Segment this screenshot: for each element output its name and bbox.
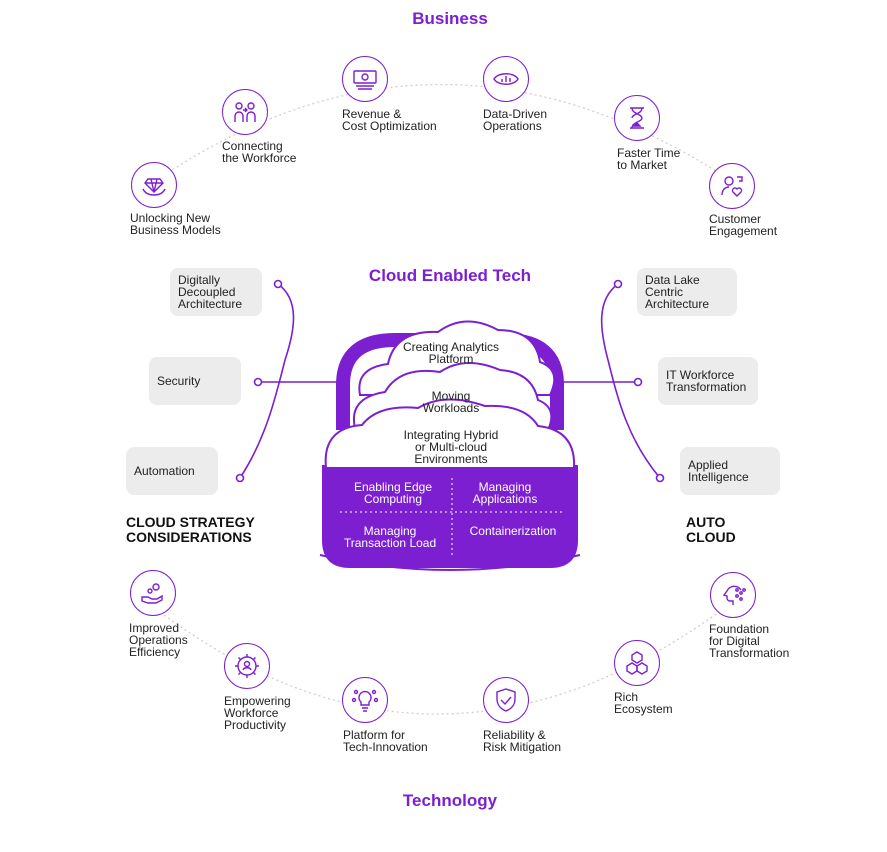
cloud-middle-label: Moving Workloads xyxy=(422,389,480,415)
gear-people-icon xyxy=(224,643,270,689)
cloud-enabled-tech-title: Cloud Enabled Tech xyxy=(368,266,532,285)
base-label-containerization: Containerization xyxy=(469,524,557,538)
base-label-applications: Managing Applications xyxy=(472,480,538,506)
left-box-automation: Automation xyxy=(126,447,218,495)
business-item-label: Data-Driven Operations xyxy=(483,107,548,133)
money-icon xyxy=(342,56,388,102)
customer-heart-icon xyxy=(709,163,755,209)
diamond-hand-icon xyxy=(131,162,177,208)
cloud-bottom-label: Integrating Hybrid or Multi-cloud Enviro… xyxy=(403,428,499,466)
hand-coins-icon xyxy=(130,570,176,616)
shield-check-icon xyxy=(483,677,529,723)
right-box-data-lake: Data Lake Centric Architecture xyxy=(637,268,737,316)
cubes-icon xyxy=(614,640,660,686)
technology-item-label: Rich Ecosystem xyxy=(614,690,673,716)
cloud-top-label: Creating Analytics Platform xyxy=(402,340,500,366)
technology-item-label: Improved Operations Efficiency xyxy=(129,621,188,659)
business-item-label: Unlocking New Business Models xyxy=(130,211,221,237)
cloud-lock-graphic xyxy=(319,320,581,571)
digital-head-icon xyxy=(710,572,756,618)
right-box-applied-intelligence: Applied Intelligence xyxy=(680,447,780,495)
people-exchange-icon xyxy=(222,89,268,135)
cloud-strategy-considerations-title: CLOUD STRATEGY CONSIDERATIONS xyxy=(126,514,255,545)
technology-item-label: Foundation for Digital Transformation xyxy=(709,622,790,660)
technology-title: Technology xyxy=(402,791,498,810)
eye-chart-icon xyxy=(483,56,529,102)
auto-cloud-title: AUTO CLOUD xyxy=(686,514,736,545)
left-box-security: Security xyxy=(149,357,241,405)
technology-item-label: Empowering Workforce Productivity xyxy=(224,694,291,732)
business-title: Business xyxy=(412,9,488,28)
technology-item-label: Reliability & Risk Mitigation xyxy=(483,728,562,754)
right-box-it-workforce: IT Workforce Transformation xyxy=(658,357,758,405)
technology-item-label: Platform for Tech-Innovation xyxy=(343,728,428,754)
left-box-digitally-decoupled: Digitally Decoupled Architecture xyxy=(170,268,262,316)
business-item-label: Connecting the Workforce xyxy=(222,139,297,165)
business-item-label: Customer Engagement xyxy=(709,212,778,238)
business-item-label: Faster Time to Market xyxy=(617,146,681,172)
business-item-label: Revenue & Cost Optimization xyxy=(342,107,437,133)
hourglass-icon xyxy=(614,95,660,141)
base-label-edge: Enabling Edge Computing xyxy=(353,480,433,506)
lightbulb-network-icon xyxy=(342,677,388,723)
base-label-transaction: Managing Transaction Load xyxy=(343,524,437,550)
